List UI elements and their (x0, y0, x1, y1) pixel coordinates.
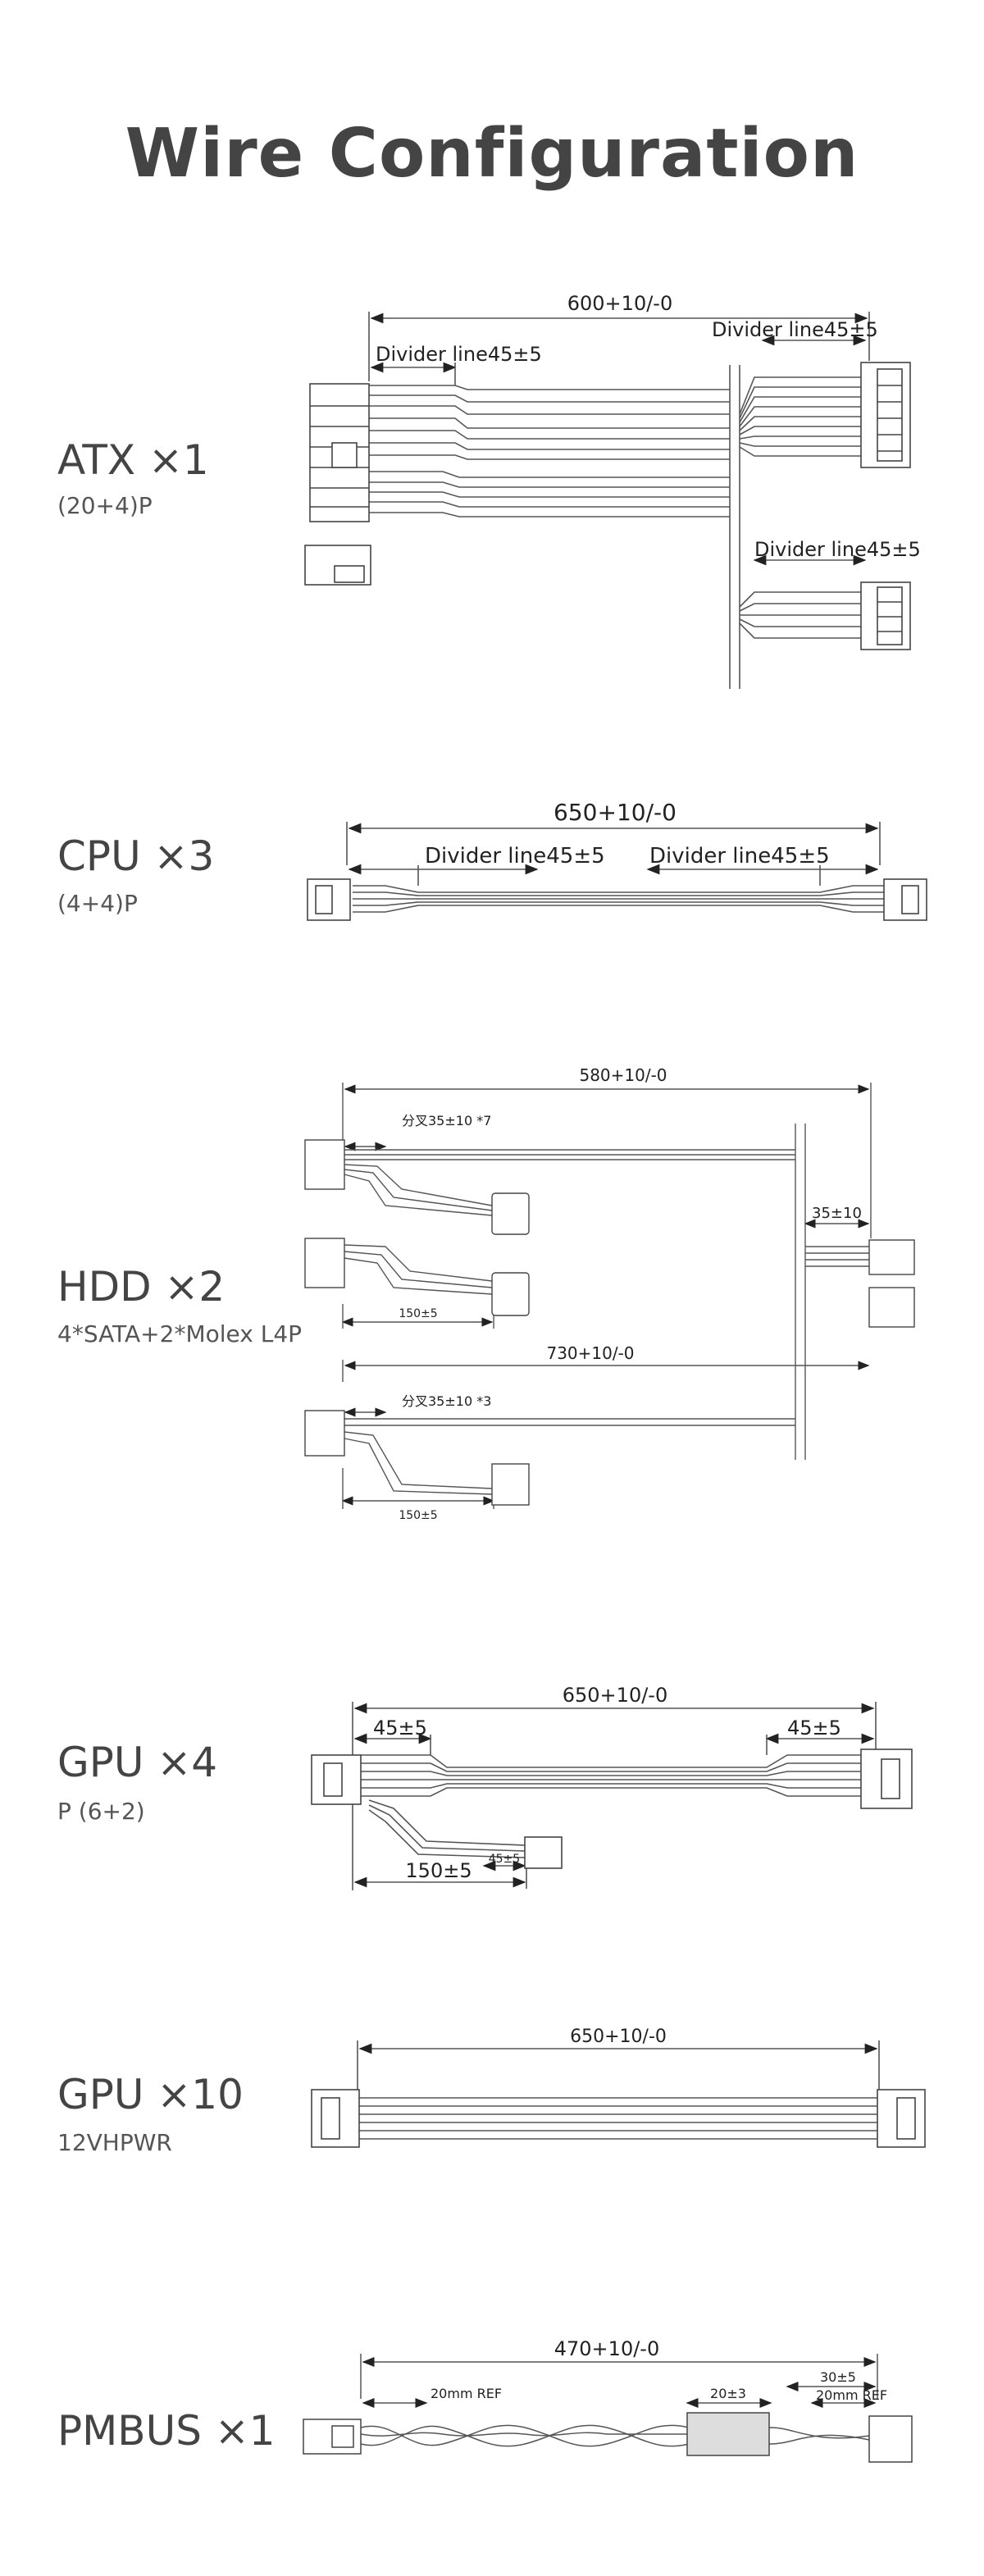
cpu-divider-right-label: Divider line45±5 (649, 844, 830, 869)
pmbus-section-title: PMBUS ×1 (57, 2407, 276, 2455)
cpu-cable-drawing: 650+10/-0 Divider line45±5 Divider line4… (307, 799, 927, 921)
atx-section-subtitle: (20+4)P (57, 492, 153, 519)
pmbus-cable-drawing: 470+10/-0 20mm REF 20±3 30±5 20mm REF (303, 2337, 913, 2463)
pmbus-sleeve-label: 20±3 (710, 2386, 746, 2401)
atx-divider-right-top-label: Divider line45±5 (712, 318, 878, 341)
hdd-bottom-spacing-label: 150±5 (399, 1509, 437, 1522)
gpu4-branch-length-label: 150±5 (405, 1859, 472, 1882)
gpu4-branch-small-label: 45±5 (489, 1853, 520, 1866)
cpu-section-title: CPU ×3 (57, 832, 215, 880)
atx-cable-drawing: 600+10/-0 Divider line45±5 Divider line4… (304, 292, 921, 689)
pmbus-total-length-label: 470+10/-0 (554, 2337, 659, 2360)
hdd-bottom-branch-label: 分叉35±10 *3 (402, 1393, 491, 1409)
gpu10-cable-drawing: 650+10/-0 (311, 2027, 926, 2148)
hdd-top-total-label: 580+10/-0 (579, 1065, 667, 1085)
gpu4-total-length-label: 650+10/-0 (563, 1684, 667, 1707)
gpu10-section-title: GPU ×10 (57, 2071, 244, 2118)
pmbus-ref-right-label: 20mm REF (816, 2387, 887, 2403)
cpu-divider-left-label: Divider line45±5 (425, 844, 605, 869)
pmbus-ref-left-label: 20mm REF (430, 2386, 502, 2401)
atx-divider-right-bottom-label: Divider line45±5 (754, 538, 921, 561)
hdd-bottom-total-label: 730+10/-0 (546, 1343, 634, 1363)
cpu-total-length-label: 650+10/-0 (554, 799, 676, 826)
gpu4-section-subtitle: P (6+2) (57, 1798, 145, 1825)
atx-section-title: ATX ×1 (57, 436, 209, 484)
gpu4-left-divider-label: 45±5 (373, 1717, 427, 1739)
pmbus-right-a-label: 30±5 (820, 2369, 856, 2385)
gpu4-right-divider-label: 45±5 (787, 1717, 841, 1739)
hdd-top-spacing-label: 150±5 (399, 1307, 437, 1320)
gpu10-section-subtitle: 12VHPWR (57, 2129, 172, 2156)
atx-divider-left-label: Divider line45±5 (376, 343, 542, 366)
gpu4-cable-drawing: 650+10/-0 45±5 45±5 150±5 45±5 (311, 1684, 913, 1890)
cpu-section-subtitle: (4+4)P (57, 890, 138, 917)
hdd-section-title: HDD ×2 (57, 1263, 226, 1311)
gpu4-section-title: GPU ×4 (57, 1739, 218, 1786)
page-title: Wire Configuration (125, 115, 859, 193)
hdd-stub-label: 35±10 (812, 1205, 862, 1222)
gpu10-total-length-label: 650+10/-0 (570, 2027, 667, 2047)
hdd-cable-drawing: 580+10/-0 分叉35±10 *7 35±10 150±5 730+10/… (304, 1065, 915, 1522)
atx-total-length-label: 600+10/-0 (567, 292, 672, 315)
hdd-section-subtitle: 4*SATA+2*Molex L4P (57, 1320, 303, 1347)
hdd-top-branch-label: 分叉35±10 *7 (402, 1113, 491, 1128)
